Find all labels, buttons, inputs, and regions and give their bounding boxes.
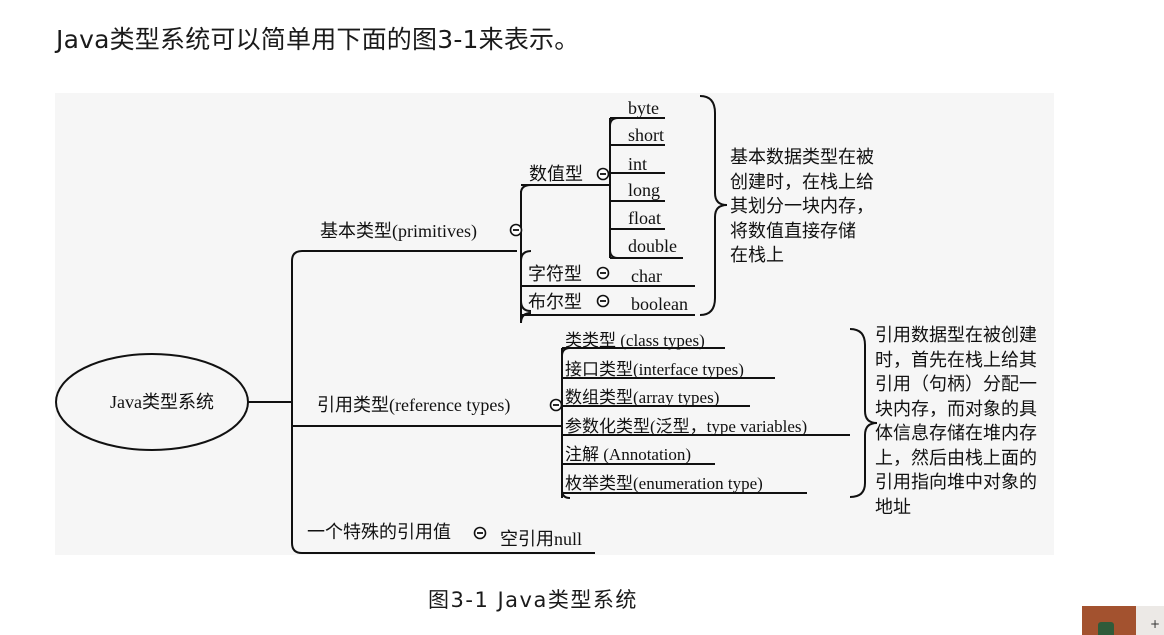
circle-minus-icon (596, 167, 610, 181)
numeric-item: short (628, 125, 664, 145)
reference-item: 类类型 (class types) (565, 331, 705, 350)
note-line: 创建时，在栈上给 (730, 171, 874, 192)
numeric-item: long (628, 180, 661, 200)
app-icon[interactable] (1098, 622, 1114, 635)
reference-item: 注解 (Annotation) (565, 445, 692, 464)
note-line: 体信息存储在堆内存 (875, 423, 1037, 443)
circle-minus-icon (473, 526, 487, 540)
circle-minus-icon (596, 266, 610, 280)
note-line: 将数值直接存储 (730, 220, 856, 241)
diagram-lines (55, 95, 878, 554)
reference-note: 引用数据型在被创建 时，首先在栈上给其 引用（句柄）分配一 块内存，而对象的具 … (875, 323, 1037, 519)
reference-item: 数组类型(array types) (565, 388, 720, 407)
note-line: 引用数据型在被创建 (875, 325, 1037, 345)
reference-item: 接口类型(interface types) (565, 360, 744, 379)
note-line: 引用（句柄）分配一 (875, 374, 1037, 394)
primitives-label: 基本类型(primitives) (320, 221, 477, 241)
numeric-item: byte (628, 98, 659, 118)
note-line: 在栈上 (730, 245, 784, 265)
note-line: 块内存，而对象的具 (875, 398, 1037, 419)
page-heading: Java类型系统可以简单用下面的图3-1来表示。 (56, 25, 580, 54)
taskbar-panel (1136, 606, 1164, 635)
reference-item: 参数化类型(泛型，type variables) (565, 417, 808, 436)
note-line: 地址 (875, 496, 911, 517)
figure-caption: 图3-1 Java类型系统 (428, 588, 638, 612)
note-line: 基本数据类型在被 (730, 147, 874, 167)
char-type-label: 字符型 (528, 264, 582, 284)
numeric-item: float (628, 208, 661, 228)
reference-label: 引用类型(reference types) (317, 395, 511, 415)
circle-minus-icon (549, 398, 563, 412)
boolean-value: boolean (631, 294, 688, 314)
circle-minus-icon (596, 294, 610, 308)
note-line: 时，首先在栈上给其 (875, 349, 1037, 370)
reference-item: 枚举类型(enumeration type) (565, 474, 763, 493)
reference-brace (849, 328, 878, 498)
null-reference-value: 空引用null (500, 529, 583, 549)
boolean-type-label: 布尔型 (528, 292, 582, 312)
root-node-label: Java类型系统 (110, 392, 214, 412)
trunk-line (291, 250, 303, 262)
numeric-item: double (628, 236, 677, 256)
numeric-item: int (628, 154, 648, 174)
primitives-brace (699, 95, 728, 316)
note-line: 上，然后由栈上面的 (875, 447, 1037, 468)
circle-minus-icon (509, 223, 523, 237)
type-system-diagram: Java类型系统 基本类型(primitives) 数值型 字符型 布尔型 ch… (55, 93, 1054, 555)
char-value: char (631, 266, 662, 286)
note-line: 其划分一块内存， (730, 196, 874, 216)
collapse-icons (473, 167, 610, 540)
taskbar-corner: + (1082, 606, 1164, 635)
primitives-note: 基本数据类型在被 创建时，在栈上给 其划分一块内存， 将数值直接存储 在栈上 (730, 145, 874, 268)
numeric-type-label: 数值型 (529, 164, 583, 184)
special-reference-label: 一个特殊的引用值 (307, 522, 451, 542)
plus-icon[interactable]: + (1150, 617, 1161, 631)
note-line: 引用指向堆中对象的 (875, 472, 1037, 492)
